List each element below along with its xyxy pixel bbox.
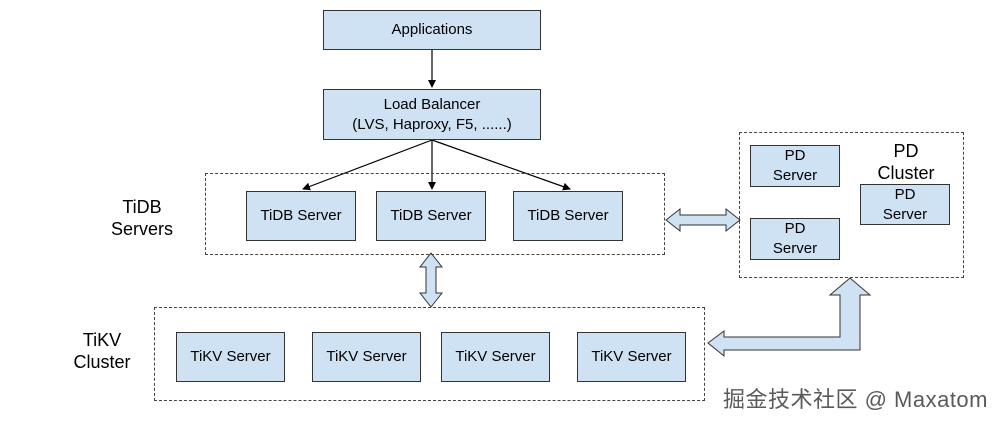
pd-group-label: PD Cluster <box>877 141 935 183</box>
tidb-server-1: TiDB Server <box>246 191 356 241</box>
tikv-server-3-label: TiKV Server <box>455 348 536 365</box>
tidb-server-2: TiDB Server <box>376 191 486 241</box>
tidb-servers-group <box>205 173 665 255</box>
watermark-text: 掘金技术社区 @ Maxatom <box>722 387 988 412</box>
load-balancer-title: Load Balancer <box>383 95 481 113</box>
tikv-server-1-label: TiKV Server <box>190 348 271 365</box>
arrow-lb-to-tidb-3 <box>431 139 571 191</box>
tikv-server-2: TiKV Server <box>312 332 421 382</box>
tidb-server-2-label: TiDB Server <box>390 207 472 224</box>
tikv-server-2-label: TiKV Server <box>326 348 407 365</box>
tikv-group-label: TiKV Cluster <box>73 330 131 372</box>
tidb-group-label: TiDB Servers <box>110 197 173 239</box>
double-arrow-tidb-pd <box>665 207 741 233</box>
arrow-lb-to-tidb-1 <box>302 139 433 191</box>
tikv-server-4: TiKV Server <box>577 332 686 382</box>
tidb-server-3: TiDB Server <box>513 191 623 241</box>
pd-server-3: PD Server <box>750 218 840 260</box>
tikv-server-3: TiKV Server <box>441 332 550 382</box>
applications-label: Applications <box>391 21 473 38</box>
applications-box: Applications <box>323 10 541 50</box>
pd-server-3-label: PD Server <box>772 220 818 257</box>
double-arrow-tidb-tikv <box>418 252 444 308</box>
load-balancer-subtitle: (LVS, Haproxy, F5, ......) <box>352 115 512 133</box>
tidb-server-3-label: TiDB Server <box>527 207 609 224</box>
tikv-cluster-group <box>154 307 705 401</box>
pd-cluster-group <box>739 132 964 278</box>
pd-server-1-label: PD Server <box>772 147 818 184</box>
pd-server-2-label: PD Server <box>882 185 928 223</box>
tikv-server-4-label: TiKV Server <box>591 348 672 365</box>
elbow-arrow-tikv-pd <box>707 277 872 358</box>
pd-server-2: PD Server <box>860 184 950 225</box>
tikv-server-1: TiKV Server <box>176 332 285 382</box>
pd-server-1: PD Server <box>750 145 840 187</box>
tidb-server-1-label: TiDB Server <box>260 207 342 224</box>
load-balancer-box: Load Balancer (LVS, Haproxy, F5, ......) <box>323 89 541 140</box>
